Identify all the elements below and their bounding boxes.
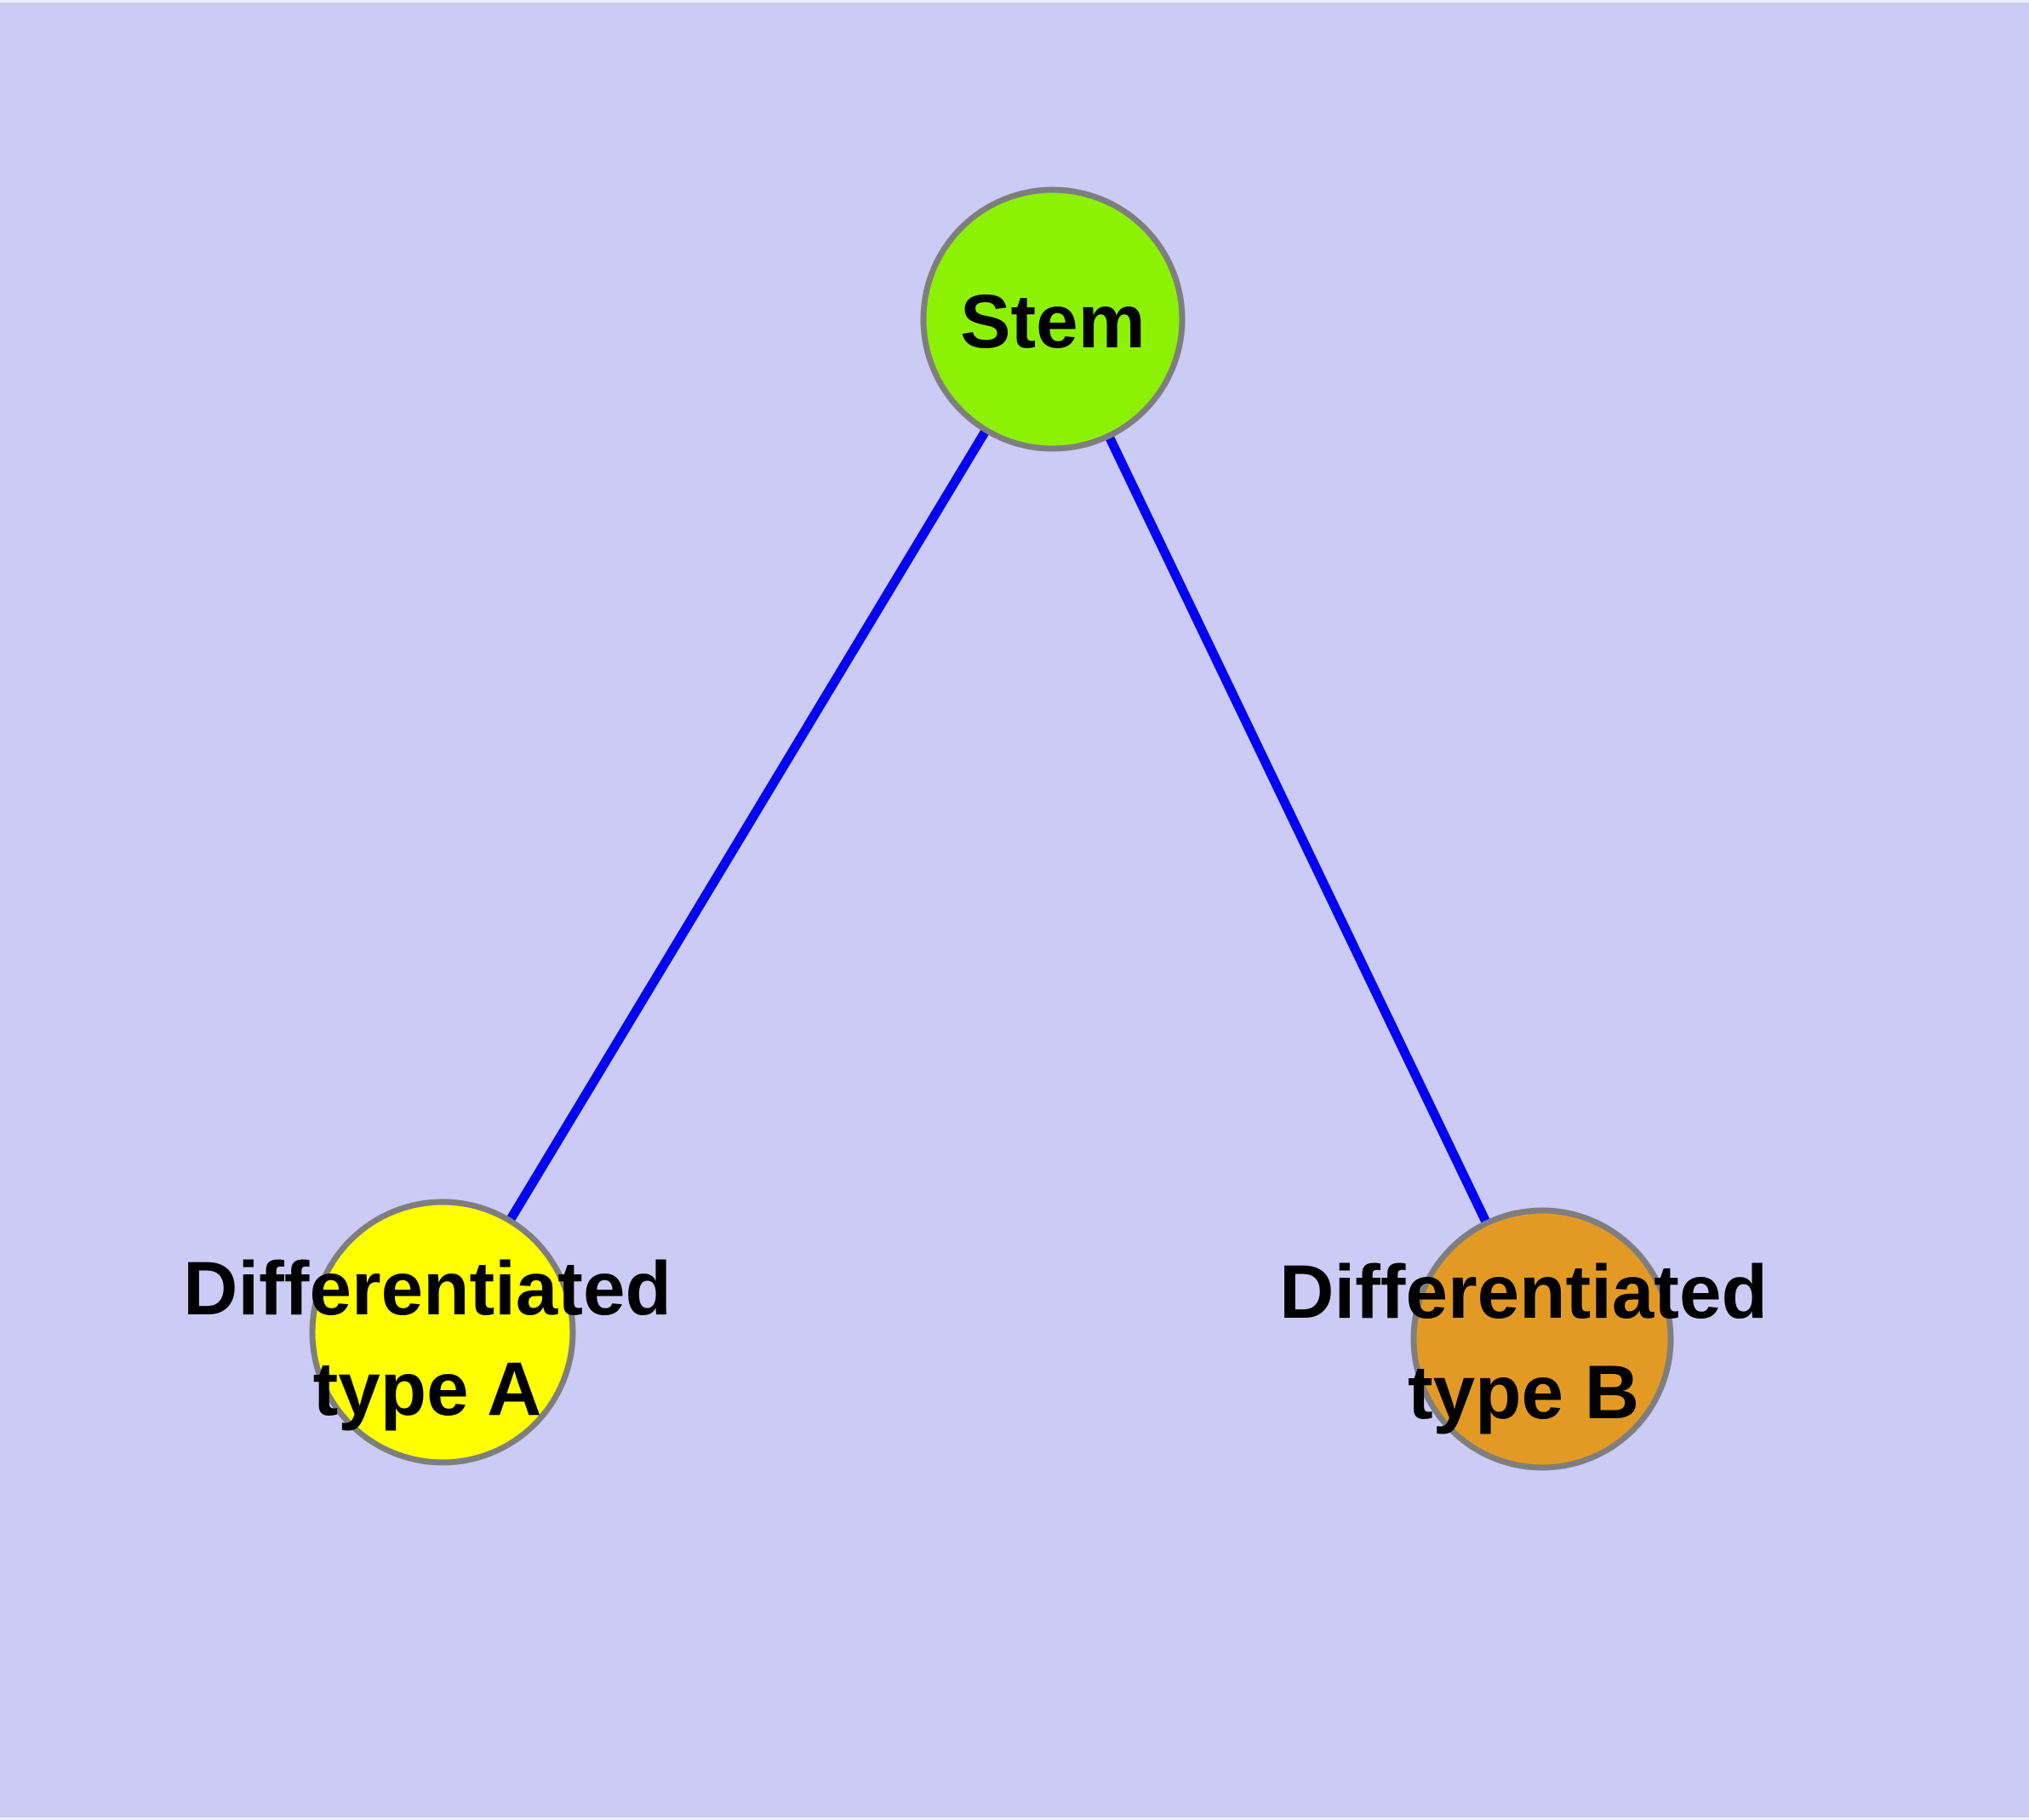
label-type-a-line2: type A (313, 1346, 542, 1431)
edge-stem-to-type-b (1049, 317, 1546, 1342)
label-stem: Stem (960, 278, 1146, 363)
label-type-b-line2: type B (1408, 1349, 1639, 1434)
label-type-b-line1: Differentiated (1279, 1249, 1768, 1334)
node-type-a (309, 1199, 576, 1466)
bottom-frame-line (0, 1817, 2029, 1820)
label-type-a-line1: Differentiated (183, 1245, 672, 1331)
node-type-b (1410, 1207, 1674, 1471)
edge-stem-to-type-a (438, 317, 1057, 1335)
node-stem (920, 186, 1186, 452)
top-frame-line (0, 0, 2029, 3)
